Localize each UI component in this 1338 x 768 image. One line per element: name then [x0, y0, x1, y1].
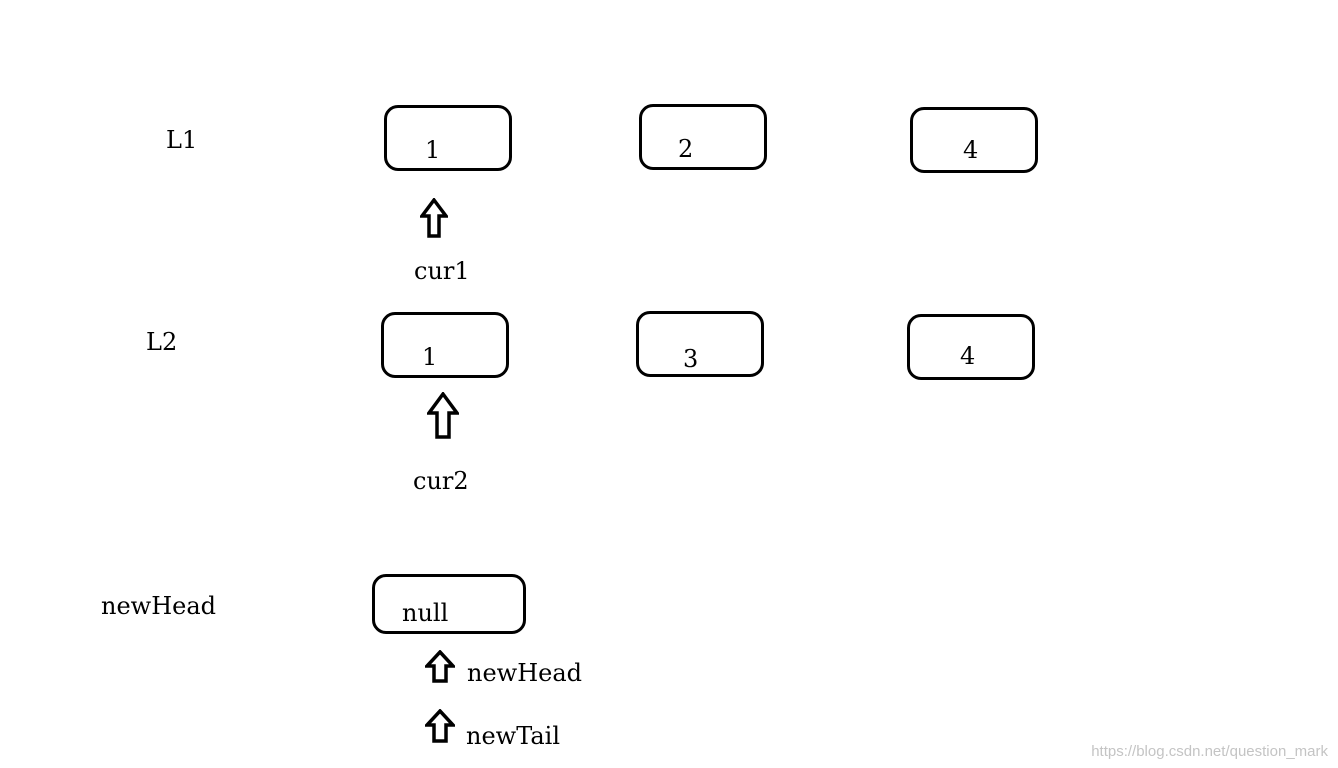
up-arrow-icon	[425, 709, 455, 743]
l2-node-3: 4	[907, 314, 1035, 380]
node-value: 1	[425, 136, 441, 164]
node-value: 4	[963, 136, 979, 164]
result-label-newhead: newHead	[101, 592, 217, 620]
node-value: 2	[678, 135, 694, 163]
node-value: null	[402, 599, 449, 627]
pointer-label-cur2: cur2	[413, 467, 469, 495]
list-label-l1: L1	[166, 126, 198, 154]
watermark: https://blog.csdn.net/question_mark	[1091, 743, 1328, 760]
result-node-null: null	[372, 574, 526, 634]
pointer-label-newhead: newHead	[467, 659, 583, 687]
list-label-l2: L2	[146, 328, 178, 356]
node-value: 4	[960, 342, 976, 370]
l1-node-1: 1	[384, 105, 512, 171]
pointer-label-newtail: newTail	[466, 722, 561, 750]
l2-node-1: 1	[381, 312, 509, 378]
up-arrow-icon	[427, 392, 459, 439]
l2-node-2: 3	[636, 311, 764, 377]
l1-node-3: 4	[910, 107, 1038, 173]
node-value: 3	[683, 345, 699, 373]
node-value: 1	[422, 343, 438, 371]
l1-node-2: 2	[639, 104, 767, 170]
up-arrow-icon	[420, 198, 448, 238]
up-arrow-icon	[425, 650, 455, 683]
pointer-label-cur1: cur1	[414, 257, 470, 285]
